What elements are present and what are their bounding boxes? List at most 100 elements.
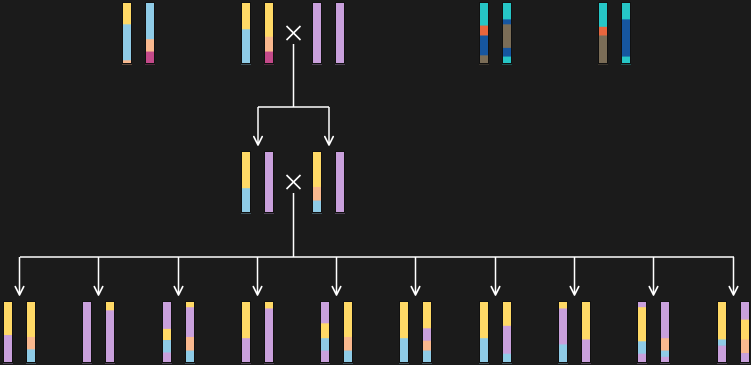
f2-pair-6-chromosome-1 [399,301,409,364]
parent-pair-4-chromosome-1-segment-1 [479,2,489,26]
parent-pair-5-chromosome-1-segment-1 [598,2,608,28]
f2-pair-3-chromosome-2-segment-3 [185,336,195,351]
f2-pair-8-chromosome-1-outline [558,301,568,363]
f2-pair-7-chromosome-1-outline [479,301,489,363]
parent-pair-5-chromosome-1-outline [598,2,608,64]
parent-pair-1-chromosome-2 [145,2,155,65]
f2-pair-7-chromosome-2-outline [502,301,512,363]
parent-pair-4-chromosome-2-segment-2 [502,19,512,25]
f2-pair-4-chromosome-1-outline [241,301,251,363]
f2-pair-7-chromosome-2-segment-2 [502,325,512,354]
parent-pair-1-chromosome-2-segment-3 [145,51,155,65]
f2-pair-3-chromosome-2-segment-2 [185,307,195,338]
f2-pair-8-chromosome-1-segment-3 [558,344,568,364]
f2-pair-1-chromosome-1-outline [3,301,13,363]
f2-pair-5-chromosome-2-segment-2 [343,336,353,351]
f2-pair-8-chromosome-1 [558,301,568,364]
f2-pair-4-chromosome-1-segment-1 [241,301,251,339]
connector-lines [14,44,739,296]
cross-symbols [285,25,302,190]
f1-pair-2-chromosome-2 [335,151,345,214]
parent-pair-2-chromosome-1-segment-2 [241,29,251,65]
f2-pair-6-chromosome-1-outline [399,301,409,363]
f2-pair-4-chromosome-2-outline [264,301,274,363]
f1-pair-1-chromosome-1 [241,151,251,214]
f2-pair-9-chromosome-1 [637,301,647,364]
f2-pair-9-chromosome-2-segment-1 [660,301,670,339]
f2-pair-2-chromosome-1-segment-1 [82,301,92,364]
parent-pair-5-chromosome-1-segment-2 [598,26,608,36]
f1-pair-2-chromosome-1-outline [312,151,322,213]
parent-pair-1-chromosome-1-segment-3 [122,60,132,65]
f2-pair-5-chromosome-1-segment-4 [320,350,330,364]
f2-pair-2-chromosome-2-segment-2 [105,310,115,364]
parent-pair-2-chromosome-2 [264,2,274,65]
parent-pair-4-chromosome-2-outline [502,2,512,64]
f2-pair-8-chromosome-1-segment-2 [558,308,568,345]
f1-pair-1-chromosome-2-segment-1 [264,151,274,214]
f2-pair-3-chromosome-1-segment-2 [162,328,172,341]
f2-pair-3-chromosome-1-segment-3 [162,340,172,353]
f2-pair-10-chromosome-1-segment-1 [717,301,727,340]
parent-pair-1-chromosome-1 [122,2,132,65]
parent-pair-4-chromosome-1-segment-4 [479,55,489,65]
parent-pair-1-chromosome-2-outline [145,2,155,64]
parent-pair-1-chromosome-2-segment-2 [145,39,155,52]
f1-pair-2-chromosome-1-segment-2 [312,186,322,201]
f2-pair-2-chromosome-1 [82,301,92,364]
parent-pair-5-chromosome-1-segment-3 [598,35,608,65]
f2-pair-10-chromosome-2 [740,301,750,364]
f2-pair-3-chromosome-1-outline [162,301,172,363]
f2-pair-5-chromosome-2-segment-3 [343,350,353,364]
f2-pair-1-chromosome-1 [3,301,13,364]
f2-pair-6-chromosome-2-segment-3 [422,340,432,351]
parent-pair-4-chromosome-2 [502,2,512,65]
f2-pair-9-chromosome-1-segment-4 [637,353,647,364]
parent-pair-2-chromosome-2-segment-1 [264,2,274,38]
f2-pair-7-chromosome-2-segment-3 [502,353,512,364]
f2-pair-10-chromosome-2-segment-3 [740,339,750,354]
f2-pair-9-chromosome-2-segment-2 [660,338,670,351]
f2-pair-6-chromosome-2 [422,301,432,364]
f2-pair-6-chromosome-1-segment-2 [399,338,409,364]
f2-pair-1-chromosome-1-segment-2 [3,335,13,364]
f2-pair-4-chromosome-1 [241,301,251,364]
f1-pair-1-chromosome-1-segment-2 [241,188,251,214]
parent-pair-5-chromosome-1 [598,2,608,65]
f2-pair-3-chromosome-2-segment-1 [185,301,195,308]
f1-pair-1-chromosome-1-segment-1 [241,151,251,189]
f2-pair-6-chromosome-2-segment-1 [422,301,432,329]
f2-pair-5-chromosome-1-segment-2 [320,323,330,339]
parent-pair-1-chromosome-1-segment-2 [122,24,132,61]
f2-pair-6-chromosome-1-segment-1 [399,301,409,339]
f1-pair-2-chromosome-2-segment-1 [335,151,345,214]
f2-pair-2-chromosome-2-outline [105,301,115,363]
f2-pair-7-chromosome-1-segment-2 [479,338,489,364]
f2-pair-10-chromosome-2-outline [740,301,750,363]
f2-pair-10-chromosome-1-segment-2 [717,339,727,346]
f2-pair-9-chromosome-2-segment-3 [660,350,670,358]
parent-pair-5-chromosome-2-segment-2 [621,19,631,57]
f2-pair-8-chromosome-2 [581,301,591,364]
f1-pair-1-chromosome-2 [264,151,274,214]
cross-icon-f1 [285,174,302,190]
parent-pair-3-chromosome-2-segment-1 [335,2,345,65]
parent-pair-1-chromosome-1-outline [122,2,132,64]
parent-pair-2-chromosome-2-outline [264,2,274,64]
parent-pair-4-chromosome-2-segment-5 [502,56,512,65]
f2-pair-6-chromosome-2-segment-2 [422,328,432,341]
f2-pair-8-chromosome-2-outline [581,301,591,363]
chromosome-layer [3,2,750,364]
f2-pair-10-chromosome-1-segment-3 [717,345,727,364]
f2-pair-10-chromosome-2-segment-4 [740,353,750,364]
parent-pair-2-chromosome-1-segment-1 [241,2,251,30]
f1-pair-1-chromosome-2-outline [264,151,274,213]
f2-pair-5-chromosome-1-segment-3 [320,338,330,351]
f2-pair-3-chromosome-2-outline [185,301,195,363]
parent-pair-5-chromosome-2-outline [621,2,631,64]
f2-pair-5-chromosome-2-outline [343,301,353,363]
f2-pair-7-chromosome-1 [479,301,489,364]
f2-pair-5-chromosome-1 [320,301,330,364]
parent-pair-2-chromosome-2-segment-2 [264,36,274,52]
